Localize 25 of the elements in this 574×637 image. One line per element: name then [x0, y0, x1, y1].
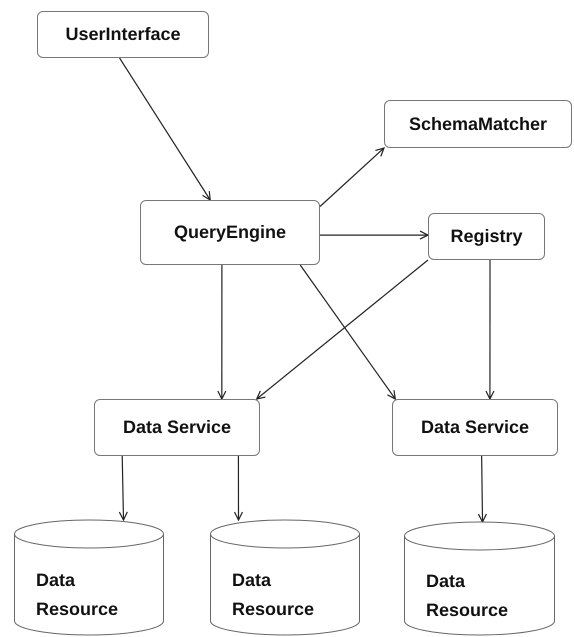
- arrow: [118, 456, 128, 521]
- node-label: Data Resource: [232, 568, 316, 620]
- node-label: Data Service: [420, 416, 530, 440]
- process-box: [94, 399, 260, 456]
- arrow: [320, 147, 385, 207]
- arrow: [217, 265, 226, 400]
- arrow: [234, 456, 244, 521]
- process-box: [384, 100, 572, 148]
- process-box: [392, 399, 558, 456]
- process-box: [428, 213, 545, 260]
- node-label: Data Resource: [426, 570, 510, 622]
- process-box: [140, 200, 320, 265]
- node-label: SchemaMatcher: [408, 112, 548, 136]
- node-label: QueryEngine: [174, 221, 286, 244]
- node-label: Data Resource: [36, 568, 120, 620]
- node-label: UserInterface: [65, 23, 181, 46]
- arrow: [320, 230, 429, 240]
- arrow: [119, 58, 211, 201]
- arrow: [478, 456, 488, 523]
- node-label: Data Service: [122, 416, 232, 440]
- arrow: [300, 264, 396, 400]
- arrow: [485, 260, 495, 400]
- node-label: Registry: [450, 225, 523, 248]
- process-box: [37, 11, 209, 58]
- arrow: [256, 260, 428, 400]
